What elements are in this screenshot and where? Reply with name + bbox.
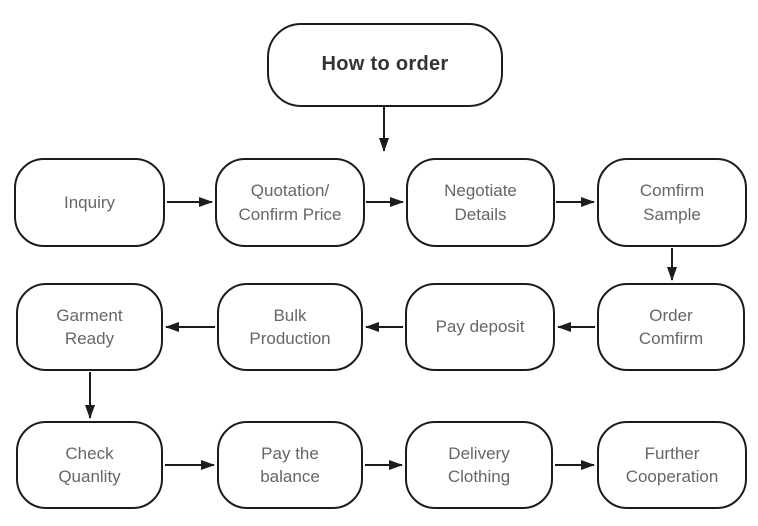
flow-node-quotation-confirm-price: Quotation/ Confirm Price bbox=[215, 158, 365, 247]
flow-node-pay-the-balance: Pay the balance bbox=[217, 421, 363, 509]
flow-node-label-pay-the-balance: Pay the balance bbox=[260, 443, 320, 486]
flow-node-negotiate-details: Negotiate Details bbox=[406, 158, 555, 247]
flow-node-label-delivery-clothing: Delivery Clothing bbox=[447, 443, 511, 486]
flow-node-order-comfirm: Order Comfirm bbox=[597, 283, 745, 371]
flow-node-label-comfirm-sample: Comfirm Sample bbox=[639, 181, 705, 224]
flow-node-comfirm-sample: Comfirm Sample bbox=[597, 158, 747, 247]
flow-node-pay-deposit: Pay deposit bbox=[405, 283, 555, 371]
flow-node-garment-ready: Garment Ready bbox=[16, 283, 163, 371]
flow-node-label-pay-deposit: Pay deposit bbox=[435, 317, 525, 337]
flow-node-label-garment-ready: Garment Ready bbox=[56, 305, 123, 348]
flow-node-label-bulk-production: Bulk Production bbox=[249, 305, 331, 348]
flow-node-bulk-production: Bulk Production bbox=[217, 283, 363, 371]
flow-node-delivery-clothing: Delivery Clothing bbox=[405, 421, 553, 509]
flow-node-label-negotiate-details: Negotiate Details bbox=[444, 181, 517, 224]
flow-node-label-inquiry: Inquiry bbox=[63, 192, 116, 212]
flow-node-label-how-to-order: How to order bbox=[321, 53, 449, 76]
flow-node-how-to-order: How to order bbox=[267, 23, 503, 107]
flow-node-label-quotation-confirm-price: Quotation/ Confirm Price bbox=[238, 181, 342, 224]
flow-node-check-quanlity: Check Quanlity bbox=[16, 421, 163, 509]
flow-node-label-order-comfirm: Order Comfirm bbox=[638, 305, 704, 348]
flow-node-inquiry: Inquiry bbox=[14, 158, 165, 247]
flow-node-label-further-cooperation: Further Cooperation bbox=[625, 443, 719, 486]
flow-node-further-cooperation: Further Cooperation bbox=[597, 421, 747, 509]
flow-node-label-check-quanlity: Check Quanlity bbox=[58, 443, 121, 486]
